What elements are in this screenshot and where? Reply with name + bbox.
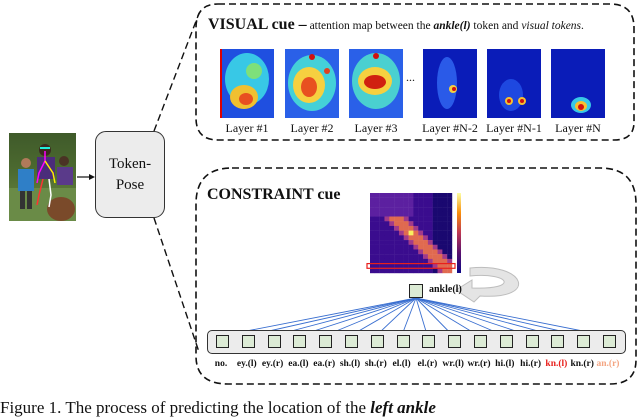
keypoint-token: [474, 335, 487, 348]
ellipsis: ...: [406, 70, 415, 84]
keypoint-token: [370, 335, 384, 348]
keypoint-token-label: ey.(l): [236, 359, 257, 369]
layer-label-n-1: Layer #N-1: [486, 121, 542, 135]
keypoint-token: [241, 335, 255, 348]
keypoint-token: [525, 335, 539, 348]
keypoint-token: [319, 335, 333, 348]
keypoint-token: [603, 335, 616, 348]
layer-label-2: Layer #2: [290, 121, 334, 135]
model-name-line2: Pose: [115, 176, 145, 193]
ankle-l-label: ankle(l): [429, 284, 462, 295]
keypoint-token: [267, 335, 281, 348]
attention-map-layer-n-1: [487, 49, 541, 118]
input-photo: [9, 133, 76, 221]
attention-map-layer-n: [551, 49, 605, 118]
keypoint-token-label: el.(r): [417, 359, 438, 369]
skeleton-overlay: [9, 144, 76, 221]
keypoint-token-label: ea.(l): [288, 359, 309, 369]
keypoint-token: [499, 335, 513, 348]
matrix-colorbar: [457, 193, 461, 273]
keypoint-token-label: wr.(l): [442, 359, 464, 369]
keypoint-token-label: kn.(r): [570, 359, 594, 369]
keypoint-token: [551, 335, 565, 348]
keypoint-token: [422, 335, 436, 348]
attention-fan-lines: [220, 297, 609, 337]
keypoint-token: [448, 335, 462, 348]
keypoint-token-label: kn.(l): [545, 359, 568, 369]
model-name-line1: Token-: [108, 155, 152, 172]
keypoint-token: [345, 335, 358, 348]
keypoint-token-label: wr.(r): [467, 359, 491, 369]
keypoint-token-label: sh.(l): [339, 359, 361, 369]
keypoint-token: [216, 335, 229, 348]
attention-map-layer-1: [220, 49, 274, 118]
tokenpose-model-box: Token- Pose: [95, 131, 165, 218]
layer-label-n-2: Layer #N-2: [422, 121, 478, 135]
token-attention-matrix: [366, 193, 456, 274]
figure-caption: Figure 1. The process of predicting the …: [0, 398, 436, 417]
keypoint-token-bar: [207, 330, 626, 354]
keypoint-token: [396, 335, 410, 348]
constraint-cue-title: CONSTRAINT cue: [207, 186, 341, 203]
keypoint-token-label: ey.(r): [261, 359, 284, 369]
keypoint-token: [577, 335, 591, 348]
keypoint-token-label: an.(r): [596, 359, 620, 369]
attention-map-layer-2: [285, 49, 339, 118]
keypoint-token-label: ea.(r): [313, 359, 336, 369]
layer-label-1: Layer #1: [225, 121, 269, 135]
layer-label-3: Layer #3: [354, 121, 398, 135]
visual-cue-region: [195, 3, 635, 141]
keypoint-token-label: hi.(l): [495, 359, 515, 369]
layer-label-n: Layer #N: [555, 121, 601, 135]
keypoint-token-label: el.(l): [392, 359, 411, 369]
ankle-l-query-token: [409, 284, 423, 298]
keypoint-token-label: sh.(r): [364, 359, 387, 369]
constraint-cue-region: [195, 167, 637, 385]
keypoint-token: [293, 335, 307, 348]
visual-cue-title: VISUAL cue – attention map between the a…: [208, 16, 584, 33]
curved-arrow-icon: [455, 266, 520, 303]
attention-map-layer-n-2: [423, 49, 477, 118]
keypoint-token-label: hi.(r): [520, 359, 542, 369]
attention-map-layer-3: [349, 49, 403, 118]
keypoint-token-label: no.: [214, 359, 228, 369]
